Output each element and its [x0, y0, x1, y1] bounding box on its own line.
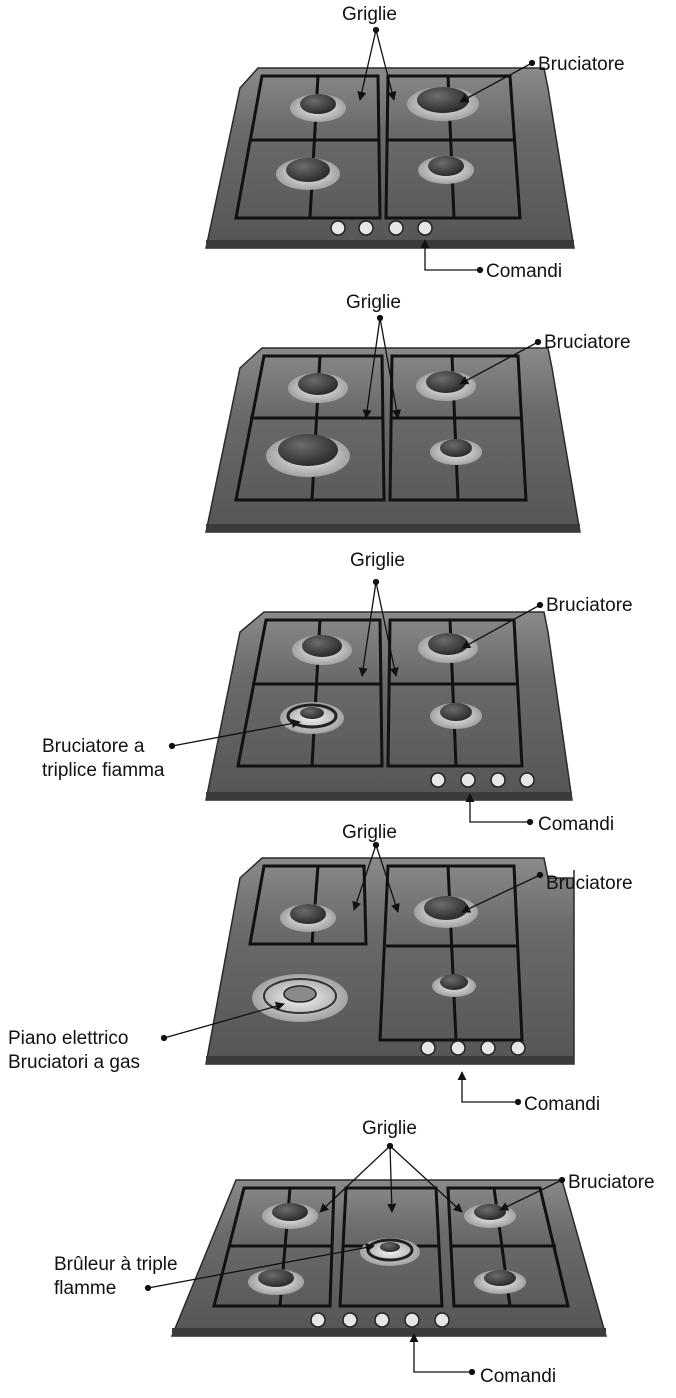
- label-comandi: Comandi: [480, 1366, 556, 1387]
- label-bruciatore: Bruciatore: [568, 1172, 655, 1193]
- burner-rear-left: [280, 904, 336, 932]
- callout-lines: [160, 841, 544, 1106]
- diagram-hob-4-gas-triple: Griglie Bruciatore Comandi Bruciatore a …: [42, 550, 633, 835]
- burner-rear-left: [290, 94, 346, 122]
- control-knobs: [430, 772, 535, 788]
- burner-triple-flame-center: [360, 1238, 420, 1266]
- burner-front-right: [432, 974, 476, 997]
- label-bruciatore: Bruciatore: [546, 873, 633, 894]
- callout-lines: [357, 26, 536, 274]
- burner-rear-left: [292, 635, 352, 665]
- burner-rear-left: [262, 1203, 318, 1229]
- label-triple-flame-line2: triplice fiamma: [42, 760, 165, 781]
- callout-lines: [144, 1142, 566, 1376]
- diagram-hob-electric-gas: Griglie Bruciatore Comandi Piano elettri…: [8, 822, 633, 1115]
- label-griglie: Griglie: [342, 822, 397, 843]
- label-bruciatore: Bruciatore: [546, 595, 633, 616]
- burner-triple-flame: [280, 702, 344, 734]
- burner-front-left-large: [266, 434, 350, 477]
- burner-front-right: [474, 1270, 526, 1294]
- label-triple-flame-line1: Brûleur à triple: [54, 1254, 178, 1275]
- label-electric-line2: Bruciatori a gas: [8, 1052, 140, 1073]
- burner-front-right: [418, 156, 474, 184]
- burner-rear-left: [288, 373, 348, 403]
- label-griglie: Griglie: [346, 292, 401, 313]
- burner-rear-right: [464, 1204, 516, 1228]
- label-bruciatore: Bruciatore: [544, 332, 631, 353]
- label-griglie: Griglie: [362, 1118, 417, 1139]
- callout-lines: [168, 578, 544, 826]
- label-comandi: Comandi: [486, 261, 562, 282]
- burner-rear-right: [407, 87, 479, 121]
- grate-right: [378, 864, 524, 1042]
- label-griglie: Griglie: [342, 4, 397, 25]
- burner-rear-right: [414, 896, 478, 928]
- electric-plate: [252, 974, 348, 1022]
- label-triple-flame-line2: flamme: [54, 1278, 116, 1299]
- burner-front-right: [430, 439, 482, 465]
- label-bruciatore: Bruciatore: [538, 54, 625, 75]
- hob-panel: [205, 67, 575, 249]
- burner-front-left: [276, 158, 340, 190]
- callout-lines: [362, 314, 542, 419]
- label-electric-line1: Piano elettrico: [8, 1028, 128, 1049]
- label-comandi: Comandi: [538, 814, 614, 835]
- burner-rear-right: [416, 371, 476, 401]
- burner-front-left: [248, 1269, 304, 1295]
- diagram-hob-4-gas-a: Griglie Bruciatore Comandi: [205, 4, 625, 282]
- control-knobs: [420, 1040, 526, 1056]
- label-griglie: Griglie: [350, 550, 405, 571]
- burner-front-right: [430, 703, 482, 729]
- burner-rear-right: [418, 633, 478, 663]
- label-triple-flame-line1: Bruciatore a: [42, 736, 145, 757]
- diagram-hob-4-gas-b: Griglie Bruciatore: [205, 292, 631, 533]
- control-knobs: [310, 1312, 450, 1328]
- label-comandi: Comandi: [524, 1094, 600, 1115]
- control-knobs: [330, 220, 433, 236]
- diagram-hob-5-burner: Griglie Bruciatore Comandi Brûleur à tri…: [54, 1118, 655, 1387]
